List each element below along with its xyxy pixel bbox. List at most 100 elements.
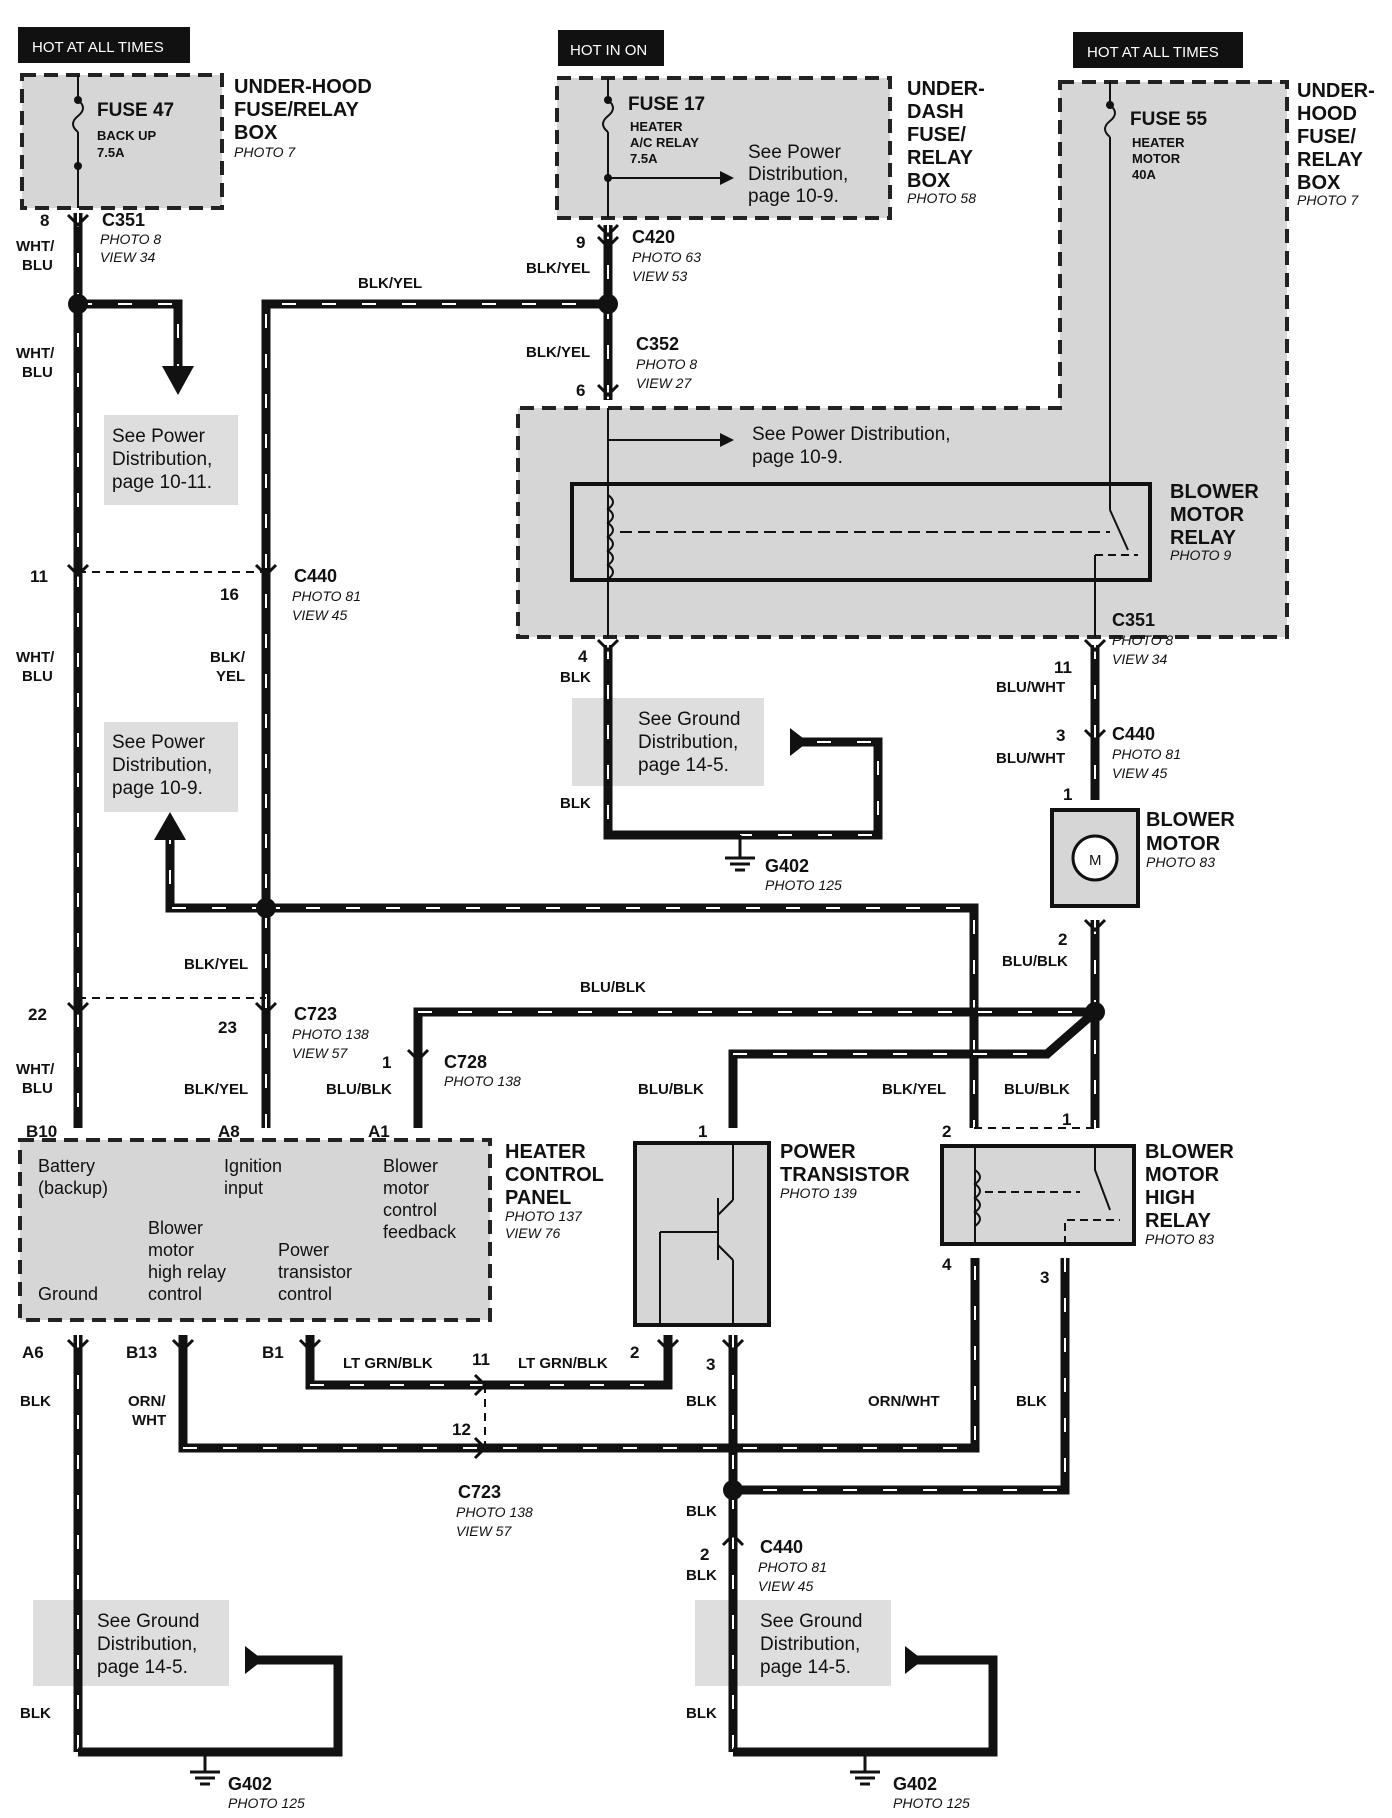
blower-motor-high-relay-label: BLOWER MOTOR HIGH RELAY PHOTO 83	[1145, 1141, 1234, 1247]
svg-text:BLOWER: BLOWER	[1146, 809, 1235, 831]
blower-motor: M	[1050, 808, 1140, 908]
note-box-gd-c	[695, 1600, 891, 1686]
hot-in-on-tag: HOT IN ON	[558, 30, 664, 66]
svg-text:BOX: BOX	[234, 122, 278, 144]
blower-motor-relay-label: BLOWER MOTOR RELAY PHOTO 9	[1170, 481, 1259, 563]
heater-control-panel-label: HEATER CONTROL PANEL PHOTO 137 VIEW 76	[505, 1141, 604, 1241]
svg-text:6: 6	[576, 381, 585, 400]
svg-text:WHT: WHT	[132, 1412, 166, 1429]
svg-text:BLK: BLK	[686, 1567, 717, 1584]
svg-text:PHOTO 138: PHOTO 138	[456, 1504, 533, 1520]
g402-bottom-right-label: G402 PHOTO 125	[893, 1774, 970, 1811]
pin-numbers: 8 9 6 11 16 4 11 3 1 2 22 23 1 B10 A8 A1…	[22, 211, 1072, 1564]
svg-text:BLU/BLK: BLU/BLK	[638, 1081, 704, 1098]
svg-text:2: 2	[630, 1343, 639, 1362]
svg-text:BLK/YEL: BLK/YEL	[358, 275, 422, 292]
blower-motor-label: BLOWER MOTOR PHOTO 83	[1146, 809, 1235, 870]
svg-text:RELAY: RELAY	[907, 147, 974, 169]
svg-text:Distribution,: Distribution,	[638, 732, 738, 753]
svg-text:page 10-11.: page 10-11.	[112, 472, 212, 493]
svg-text:BLOWER: BLOWER	[1170, 481, 1259, 503]
svg-text:LT GRN/BLK: LT GRN/BLK	[343, 1355, 433, 1372]
blower-motor-relay	[570, 482, 1152, 582]
svg-text:VIEW 34: VIEW 34	[1112, 651, 1167, 667]
svg-text:UNDER-HOOD: UNDER-HOOD	[234, 76, 372, 98]
svg-text:BLK: BLK	[20, 1393, 51, 1410]
svg-text:VIEW 45: VIEW 45	[1112, 765, 1167, 781]
svg-text:high relay: high relay	[148, 1262, 226, 1282]
svg-text:B1: B1	[262, 1343, 284, 1362]
tag-text: HOT IN ON	[570, 42, 647, 59]
svg-text:WHT/: WHT/	[16, 1061, 55, 1078]
svg-text:BLK: BLK	[1016, 1393, 1047, 1410]
fuse-47: FUSE 47 BACK UP 7.5A	[72, 75, 174, 208]
svg-text:BLU: BLU	[22, 668, 53, 685]
svg-text:22: 22	[28, 1005, 47, 1024]
svg-text:RELAY: RELAY	[1297, 149, 1364, 171]
svg-text:PHOTO 125: PHOTO 125	[765, 877, 842, 893]
svg-text:C420: C420	[632, 227, 675, 247]
svg-text:PHOTO 8: PHOTO 8	[1112, 632, 1173, 648]
svg-text:7.5A: 7.5A	[630, 151, 658, 166]
svg-text:PHOTO 83: PHOTO 83	[1145, 1231, 1214, 1247]
svg-text:Distribution,: Distribution,	[112, 755, 212, 776]
svg-text:B13: B13	[126, 1343, 157, 1362]
fuse-55: FUSE 55 HEATER MOTOR 40A	[1104, 82, 1208, 470]
wire-blk-ground-top	[603, 645, 883, 840]
under-dash-label: UNDER- DASH FUSE/ RELAY BOX PHOTO 58	[907, 78, 985, 206]
svg-text:BLK/YEL: BLK/YEL	[184, 956, 248, 973]
note-box-pd-109-c	[104, 722, 238, 812]
svg-text:PHOTO 125: PHOTO 125	[893, 1795, 970, 1811]
ground-symbols	[190, 833, 880, 1786]
wire-pd-109-c-branch	[154, 812, 266, 913]
svg-text:VIEW 27: VIEW 27	[636, 375, 692, 391]
connector-marks	[66, 213, 1107, 1547]
svg-text:ORN/WHT: ORN/WHT	[868, 1393, 940, 1410]
svg-text:BLU: BLU	[22, 1080, 53, 1097]
svg-text:G402: G402	[228, 1774, 272, 1794]
svg-text:A/C RELAY: A/C RELAY	[630, 135, 699, 150]
svg-text:PHOTO 63: PHOTO 63	[632, 249, 701, 265]
svg-text:input: input	[224, 1178, 263, 1198]
svg-text:ORN/: ORN/	[128, 1393, 166, 1410]
svg-text:PHOTO 8: PHOTO 8	[100, 231, 161, 247]
svg-text:VIEW 45: VIEW 45	[758, 1578, 813, 1594]
svg-text:HEATER: HEATER	[630, 119, 683, 134]
svg-text:1: 1	[698, 1122, 707, 1141]
svg-text:1: 1	[1062, 1110, 1071, 1129]
under-hood-label-left: UNDER-HOOD FUSE/RELAY BOX PHOTO 7	[234, 76, 372, 160]
svg-text:Blower: Blower	[383, 1156, 438, 1176]
ground-leads	[78, 1646, 998, 1757]
g402-bottom-left-label: G402 PHOTO 125	[228, 1774, 305, 1811]
svg-text:PHOTO 83: PHOTO 83	[1146, 854, 1215, 870]
svg-text:B10: B10	[26, 1122, 57, 1141]
wire-ltgrnblk	[305, 1335, 673, 1390]
svg-text:PHOTO 138: PHOTO 138	[444, 1073, 521, 1089]
svg-text:BLK: BLK	[20, 1705, 51, 1722]
svg-text:PHOTO 8: PHOTO 8	[636, 356, 697, 372]
svg-text:BLK/YEL: BLK/YEL	[526, 344, 590, 361]
svg-text:3: 3	[706, 1355, 715, 1374]
svg-text:BLU: BLU	[22, 364, 53, 381]
c440-top-label: C440 PHOTO 81 VIEW 45	[292, 566, 361, 623]
svg-text:MOTOR: MOTOR	[1170, 504, 1245, 526]
svg-text:C723: C723	[294, 1004, 337, 1024]
svg-text:BLOWER: BLOWER	[1145, 1141, 1234, 1163]
svg-text:Distribution,: Distribution,	[112, 449, 212, 470]
svg-text:See Power: See Power	[112, 426, 206, 447]
g402-top-label: G402 PHOTO 125	[765, 856, 842, 893]
svg-text:PHOTO 81: PHOTO 81	[292, 588, 361, 604]
svg-text:BLU/BLK: BLU/BLK	[1004, 1081, 1070, 1098]
svg-text:C352: C352	[636, 334, 679, 354]
svg-text:1: 1	[1063, 785, 1072, 804]
svg-text:A8: A8	[218, 1122, 240, 1141]
svg-text:page 10-9.: page 10-9.	[748, 186, 839, 207]
power-transistor-label: POWER TRANSISTOR PHOTO 139	[780, 1141, 910, 1201]
svg-text:UNDER-: UNDER-	[1297, 80, 1375, 102]
svg-text:MOTOR: MOTOR	[1146, 833, 1221, 855]
c351-left-label: C351 PHOTO 8 VIEW 34	[100, 210, 161, 265]
fuse-name: FUSE 47	[97, 100, 174, 121]
svg-text:CONTROL: CONTROL	[505, 1164, 604, 1186]
under-hood-fuse-box-left	[20, 73, 224, 210]
